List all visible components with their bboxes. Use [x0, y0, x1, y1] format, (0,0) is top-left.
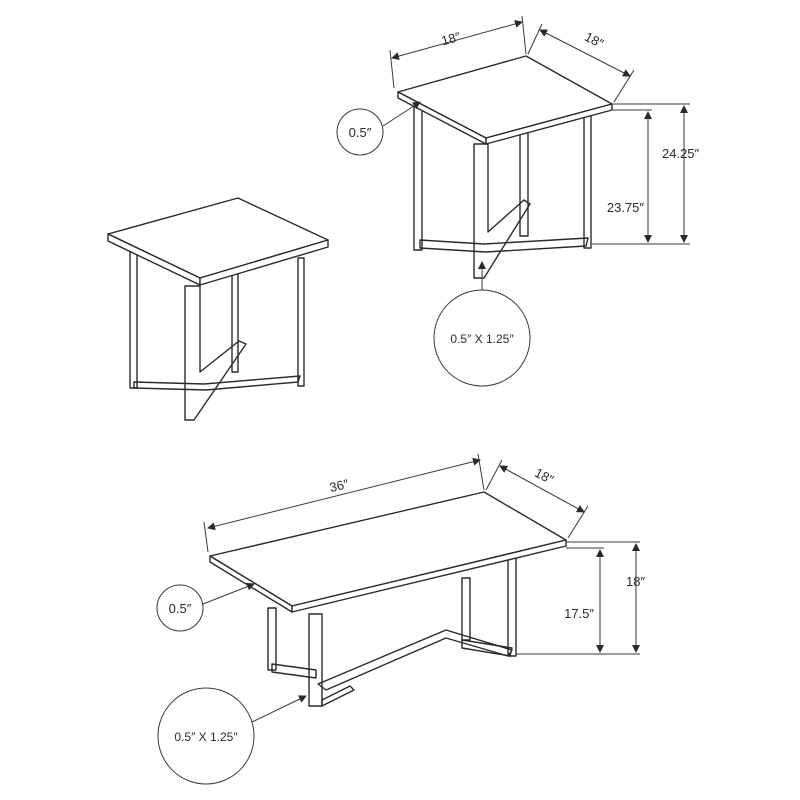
end-table-width-dimension: 18″	[389, 15, 527, 89]
coffee-table-width-label: 36″	[328, 476, 350, 495]
coffee-table-total-height-label: 18″	[626, 574, 645, 589]
coffee-table-leg-profile-label: 0.5″ X 1.25″	[174, 730, 238, 744]
coffee-table-width-dimension: 36″	[203, 453, 485, 553]
end-table-leg-profile-callout: 0.5″ X 1.25″	[433, 261, 531, 387]
end-table-thickness-label: 0.5″	[349, 125, 372, 140]
coffee-table-leg-height-label: 17.5″	[564, 606, 594, 621]
end-table-height-dimensions: 23.75″ 24.25″	[592, 103, 700, 245]
coffee-table-thickness-callout: 0.5″	[156, 582, 255, 632]
end-table-plain	[107, 197, 329, 421]
end-table-total-height-label: 24.25″	[662, 146, 700, 161]
coffee-table-height-dimensions: 17.5″ 18″	[516, 541, 645, 655]
end-table-leg-height-label: 23.75″	[607, 200, 645, 215]
end-table-depth-label: 18″	[582, 29, 606, 51]
end-table-thickness-callout: 0.5″	[336, 101, 421, 156]
coffee-table	[209, 491, 567, 707]
end-table-dimensioned	[397, 55, 613, 279]
coffee-table-leg-profile-callout: 0.5″ X 1.25″	[157, 687, 307, 785]
end-table-width-label: 18″	[440, 29, 463, 49]
coffee-table-depth-label: 18″	[532, 465, 556, 487]
coffee-table-thickness-label: 0.5″	[169, 601, 192, 616]
end-table-leg-profile-label: 0.5″ X 1.25″	[450, 332, 514, 346]
